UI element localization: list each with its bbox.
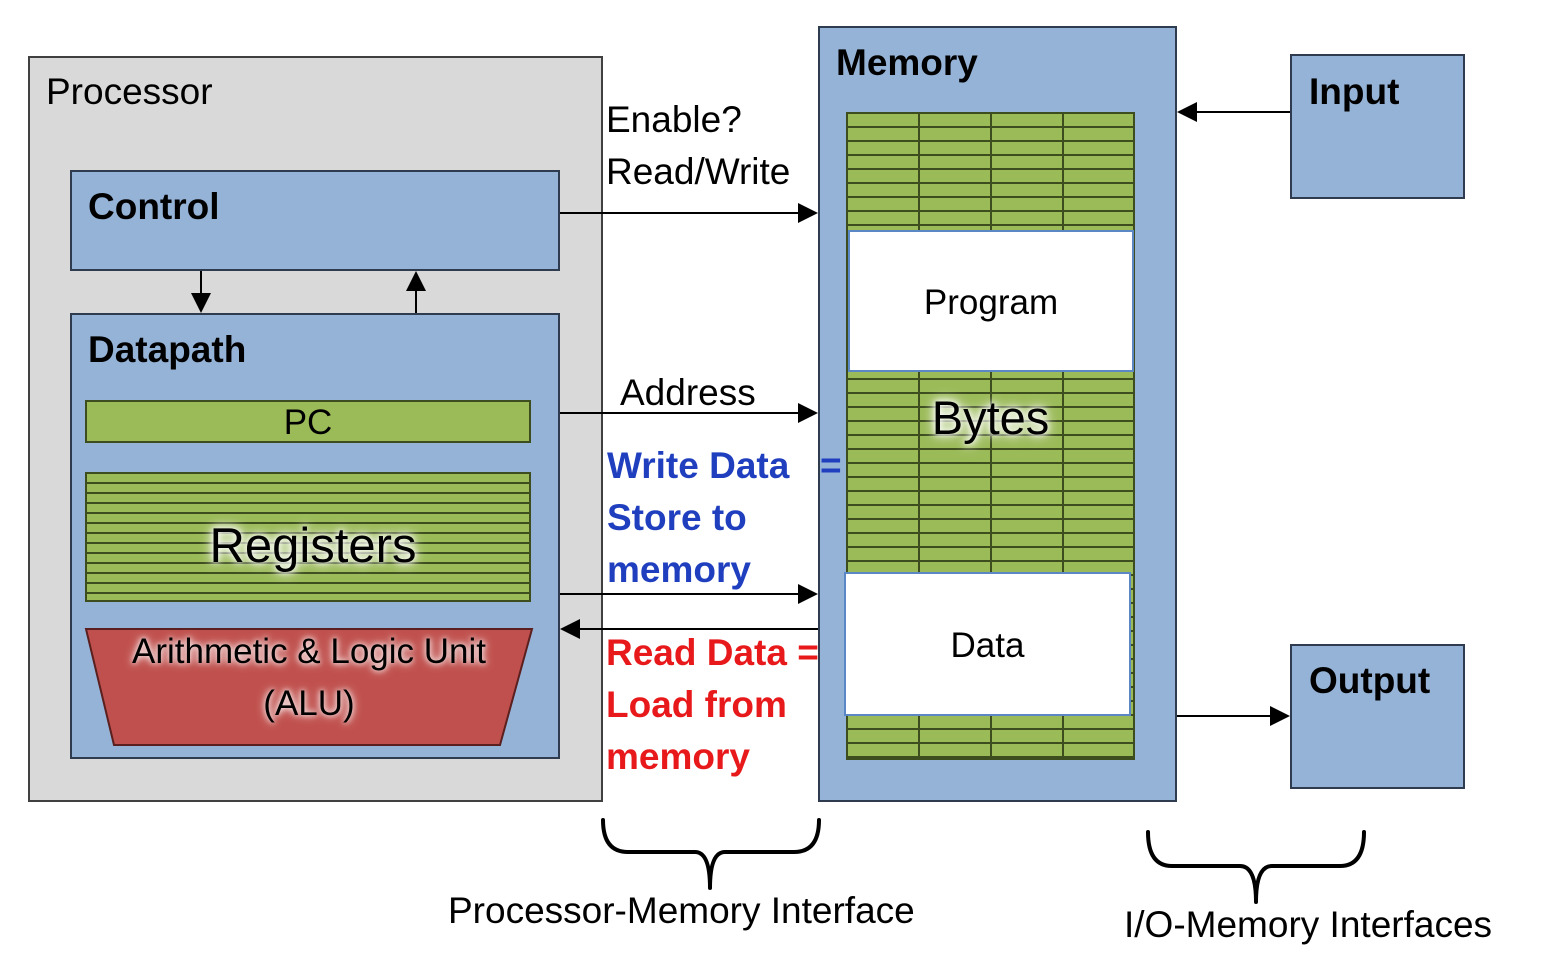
control-box	[70, 170, 560, 271]
registers-label: Registers	[209, 519, 417, 573]
memory-label: Memory	[836, 42, 978, 83]
read-data-label-line2: Load from	[606, 684, 787, 725]
input-box	[1290, 54, 1465, 199]
write-data-equals: =	[820, 445, 842, 486]
control-label: Control	[88, 186, 220, 227]
output-label: Output	[1309, 660, 1431, 701]
program-region	[848, 230, 1134, 372]
data-region	[844, 572, 1131, 716]
address-label: Address	[620, 372, 756, 413]
data-label: Data	[950, 626, 1025, 665]
write-data-label-line3: memory	[607, 549, 751, 590]
alu-label-line2: (ALU)	[263, 684, 355, 723]
io-memory-brace	[1146, 830, 1366, 904]
output-box	[1290, 644, 1465, 789]
bytes-label: Bytes	[931, 391, 1050, 444]
pc-register	[85, 400, 531, 443]
processor-memory-brace	[601, 818, 821, 890]
read-data-label-line3: memory	[606, 736, 750, 777]
pc-label: PC	[283, 403, 333, 442]
io-memory-interfaces-label: I/O-Memory Interfaces	[1124, 904, 1493, 945]
read-data-label-line1: Read Data =	[606, 632, 819, 673]
write-data-label-line1: Write Data	[607, 445, 790, 486]
enable-label: Enable?	[606, 99, 742, 140]
registers-block	[85, 472, 531, 602]
program-label: Program	[923, 283, 1059, 322]
input-label: Input	[1309, 71, 1400, 112]
write-data-label-line2: Store to	[607, 497, 747, 538]
processor-label: Processor	[46, 71, 213, 112]
datapath-label: Datapath	[88, 329, 247, 370]
read-write-label: Read/Write	[606, 151, 791, 192]
processor-memory-interface-label: Processor-Memory Interface	[448, 890, 915, 931]
alu-label-line1: Arithmetic & Logic Unit	[131, 632, 487, 671]
